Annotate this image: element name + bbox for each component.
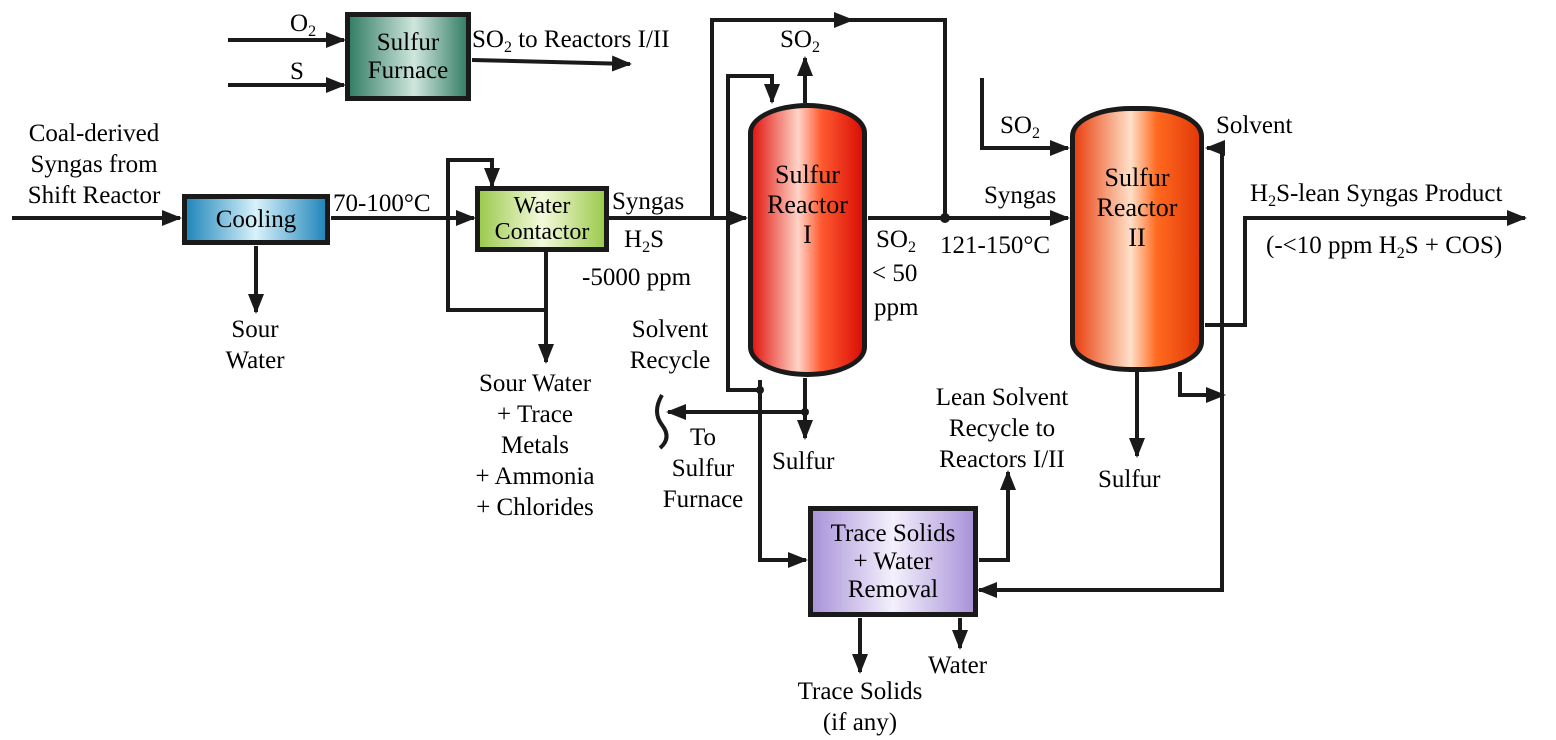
contactor-recycle-top: [446, 158, 500, 218]
cooling-label: Cooling: [215, 205, 297, 233]
so2-to-reactors-label: SO2 to Reactors I/II: [472, 26, 670, 56]
furnace-label-1: Sulfur: [376, 28, 440, 56]
trace-label-3: Removal: [847, 575, 939, 603]
trace-solids-out-label: Trace Solids(if any): [797, 678, 923, 736]
reactor-i-fill: [750, 105, 865, 375]
lt50-label: < 50: [872, 260, 918, 287]
so2-r2-feed-line: [980, 78, 1070, 156]
s-label: S: [290, 58, 304, 85]
junction-dot: [940, 213, 950, 223]
o2-label: O2: [290, 10, 317, 40]
sulfur-r2-label: Sulfur: [1098, 466, 1161, 493]
trace-solids-fill: [810, 508, 976, 615]
break-symbol: [655, 393, 669, 450]
reactor-ii-label-1: Sulfur: [1104, 163, 1170, 192]
so2-right-label: SO2: [1000, 112, 1040, 142]
trace-label-2: + Water: [853, 547, 933, 575]
furnace-label-2: Furnace: [367, 56, 449, 84]
h2s-label: H2S: [624, 226, 664, 256]
cooling-fill: [184, 196, 328, 243]
solvent-label: Solvent: [1216, 112, 1293, 139]
trace-label-1: Trace Solids: [830, 519, 956, 547]
water-label: Water: [928, 652, 988, 679]
temp-121-150-label: 121-150°C: [940, 232, 1050, 259]
so2-mid-label: SO2: [876, 226, 916, 256]
furnace-fill: [347, 14, 469, 99]
syngas-label-2: Syngas: [984, 182, 1057, 209]
reactor-ii-fill: [1072, 108, 1202, 370]
reactor-i-label-1: Sulfur: [775, 160, 840, 189]
ppm-5000-label: -5000 ppm: [582, 264, 692, 291]
h2s-lean-product-label: H2S-lean Syngas Product: [1250, 180, 1503, 210]
contactor-recycle-bottom: [446, 218, 546, 312]
r1-to-trace-line: [758, 390, 808, 568]
junction-dot: [756, 386, 764, 394]
syngas-label-1: Syngas: [612, 188, 685, 215]
reactor-ii-label-3: II: [1128, 223, 1146, 252]
to-sulfur-furnace-line: [666, 378, 807, 420]
reactor-i-label-2: Reactor: [767, 190, 848, 219]
r2-to-trace-line: [977, 395, 1224, 598]
cooling-unit: Cooling: [182, 194, 330, 245]
lean-solvent-line: [979, 470, 1016, 562]
water-contactor-fill: [477, 188, 607, 250]
contactor-label-1: Water: [513, 193, 571, 219]
junction-dot: [801, 408, 809, 416]
product-line: [1205, 210, 1527, 327]
lt10ppm-label: (-<10 ppm H2S + COS): [1266, 232, 1503, 262]
so2-top-label: SO2: [780, 26, 820, 56]
reactor-i-label-3: I: [803, 220, 812, 249]
ppm-label: ppm: [874, 294, 919, 321]
contactor-label-2: Contactor: [494, 219, 590, 245]
so2-out-line: [471, 55, 632, 72]
reactor-ii-label-2: Reactor: [1096, 193, 1178, 222]
sulfur-r1-label: Sulfur: [772, 448, 835, 475]
temp-70-100-label: 70-100°C: [333, 190, 431, 217]
